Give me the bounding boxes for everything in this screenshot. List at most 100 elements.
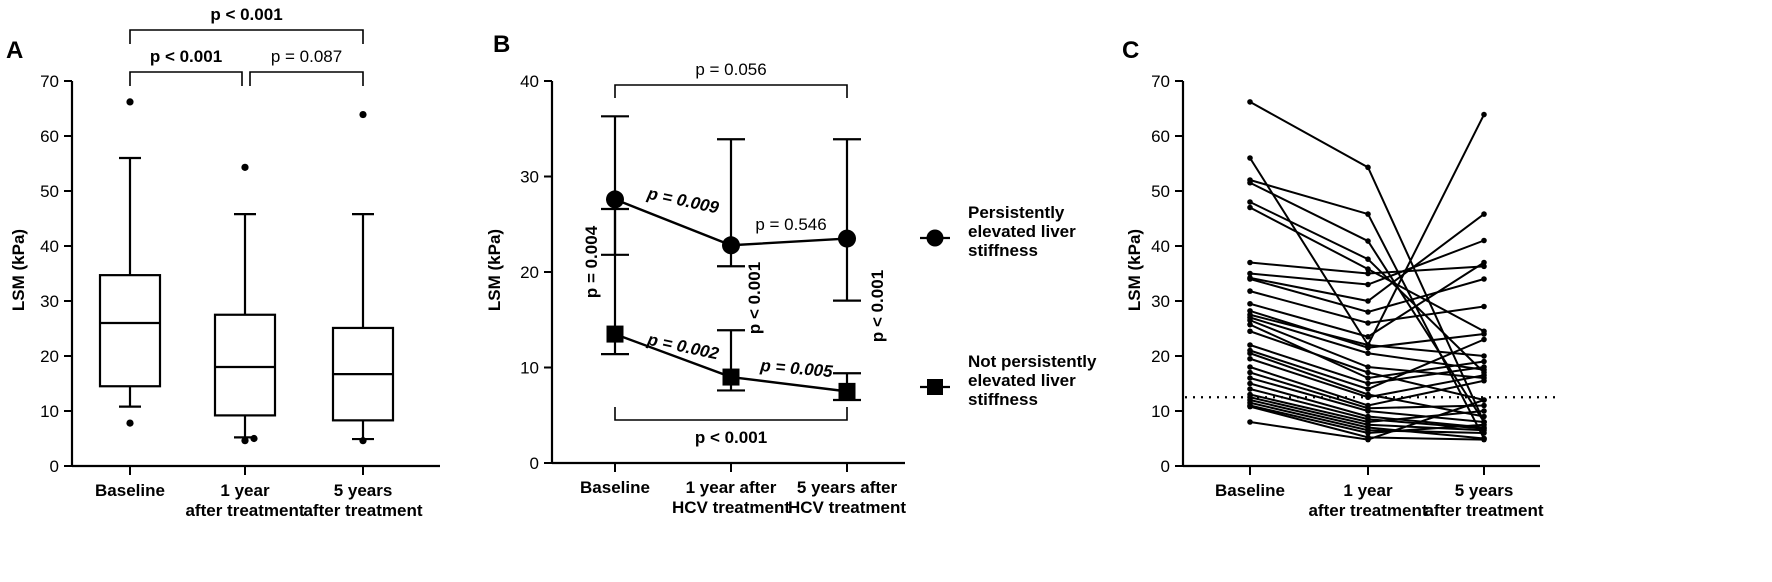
subject-point: [1247, 328, 1253, 335]
panel-a-label: A: [6, 37, 23, 64]
subject-point: [1481, 397, 1487, 403]
subject-point: [1481, 421, 1487, 428]
subject-point: [1247, 375, 1253, 381]
subject-point: [1481, 436, 1487, 443]
box-outlier: [241, 163, 249, 171]
panel-c-x-tick-label: after treatment: [1424, 501, 1543, 520]
series-point-circle: [606, 190, 624, 209]
subject-point: [1481, 430, 1487, 436]
annotation-upper-segment-2: p = 0.546: [755, 215, 826, 234]
comparison-label: p < 0.001: [150, 47, 222, 66]
legend-label: elevated liver: [968, 371, 1076, 390]
subject-point: [1247, 355, 1253, 362]
subject-point: [1247, 386, 1253, 392]
subject-point: [1481, 111, 1487, 118]
comparison-bracket: [129, 71, 243, 86]
subject-point: [1481, 402, 1487, 409]
panel-c-y-tick-label: 30: [1151, 292, 1170, 311]
panel-c-y-tick-label: 70: [1151, 72, 1170, 91]
annotation-vertical-1year: p < 0.001: [745, 262, 764, 334]
subject-point: [1365, 256, 1371, 263]
panel-c-x-tick-label: 5 years: [1455, 481, 1514, 500]
subject-point: [1247, 300, 1253, 307]
panel-b-series: [601, 84, 861, 421]
subject-point: [1365, 266, 1371, 272]
legend-label: Not persistently: [968, 352, 1097, 371]
legend-label: Persistently: [968, 203, 1065, 222]
subject-point: [1365, 394, 1371, 401]
bracket-top: [614, 84, 848, 98]
panel-a-x-tick-label: after treatment: [185, 501, 304, 520]
panel-a-x-tick-label: 1 year: [220, 481, 270, 500]
panel-c-y-tick-label: 10: [1151, 402, 1170, 421]
panel-b-y-tick-label: 0: [530, 454, 539, 473]
panel-c-x-tick-label: 1 year: [1343, 481, 1393, 500]
series-point-square: [722, 368, 740, 386]
subject-point: [1247, 199, 1253, 205]
comparison-label: p < 0.001: [210, 5, 282, 24]
annotation-lower-segment-2: p = 0.005: [759, 356, 834, 381]
panel-a-y-tick-label: 60: [40, 127, 59, 146]
subject-point: [1247, 308, 1253, 314]
legend-marker-circle: [926, 229, 944, 247]
panel-b-x-tick-label: HCV treatment: [788, 498, 906, 517]
panel-c-y-tick-label: 40: [1151, 237, 1170, 256]
series-point-circle: [722, 236, 740, 255]
subject-point: [1247, 99, 1253, 105]
panel-a-x-tick-label: Baseline: [95, 481, 165, 500]
box-outlier: [250, 434, 258, 443]
subject-point: [1365, 281, 1371, 288]
panel-b-x-tick-label: 1 year after: [686, 478, 777, 497]
subject-point: [1247, 403, 1253, 410]
subject-point: [1365, 408, 1371, 414]
box-outlier: [126, 98, 134, 106]
subject-point: [1247, 321, 1253, 328]
subject-point: [1365, 386, 1371, 392]
box-outlier: [359, 110, 367, 119]
subject-point: [1365, 164, 1371, 171]
subject-point: [1247, 317, 1253, 324]
panel-c-subjects: [1185, 99, 1560, 443]
subject-line: [1249, 290, 1485, 325]
panel-a-y-tick-label: 10: [40, 402, 59, 421]
subject-point: [1365, 430, 1371, 436]
comparison-label: p = 0.087: [271, 47, 342, 66]
subject-point: [1365, 342, 1371, 348]
subject-point: [1481, 372, 1487, 379]
annotation-vertical-baseline: p = 0.004: [582, 225, 601, 298]
panel-c-y-tick-label: 50: [1151, 182, 1170, 201]
panel-c-label: C: [1122, 37, 1139, 64]
subject-point: [1481, 377, 1487, 384]
panel-b-x-tick-label: HCV treatment: [672, 498, 790, 517]
annotation-top-bracket: p = 0.056: [695, 60, 766, 79]
subject-point: [1365, 270, 1371, 277]
subject-point: [1481, 263, 1487, 270]
subject-point: [1481, 413, 1487, 420]
subject-point: [1481, 336, 1487, 343]
panel-b-y-tick-label: 20: [520, 263, 539, 282]
subject-line: [1249, 239, 1485, 286]
subject-point: [1365, 333, 1371, 340]
panel-a-y-tick-label: 30: [40, 292, 59, 311]
subject-point: [1247, 342, 1253, 348]
comparison-bracket: [129, 29, 364, 44]
subject-point: [1481, 364, 1487, 370]
subject-point: [1481, 408, 1487, 414]
subject-point: [1247, 380, 1253, 387]
subject-point: [1365, 375, 1371, 381]
subject-point: [1247, 204, 1253, 211]
panel-c-x-tick-label: after treatment: [1308, 501, 1427, 520]
subject-point: [1247, 179, 1253, 186]
bracket-bottom: [614, 407, 848, 421]
panel-c-y-tick-label: 60: [1151, 127, 1170, 146]
box-outlier: [126, 419, 134, 427]
subject-point: [1365, 238, 1371, 244]
annotation-upper-segment-1: p = 0.009: [645, 184, 721, 218]
panel-a-y-tick-label: 40: [40, 237, 59, 256]
subject-point: [1481, 331, 1487, 337]
